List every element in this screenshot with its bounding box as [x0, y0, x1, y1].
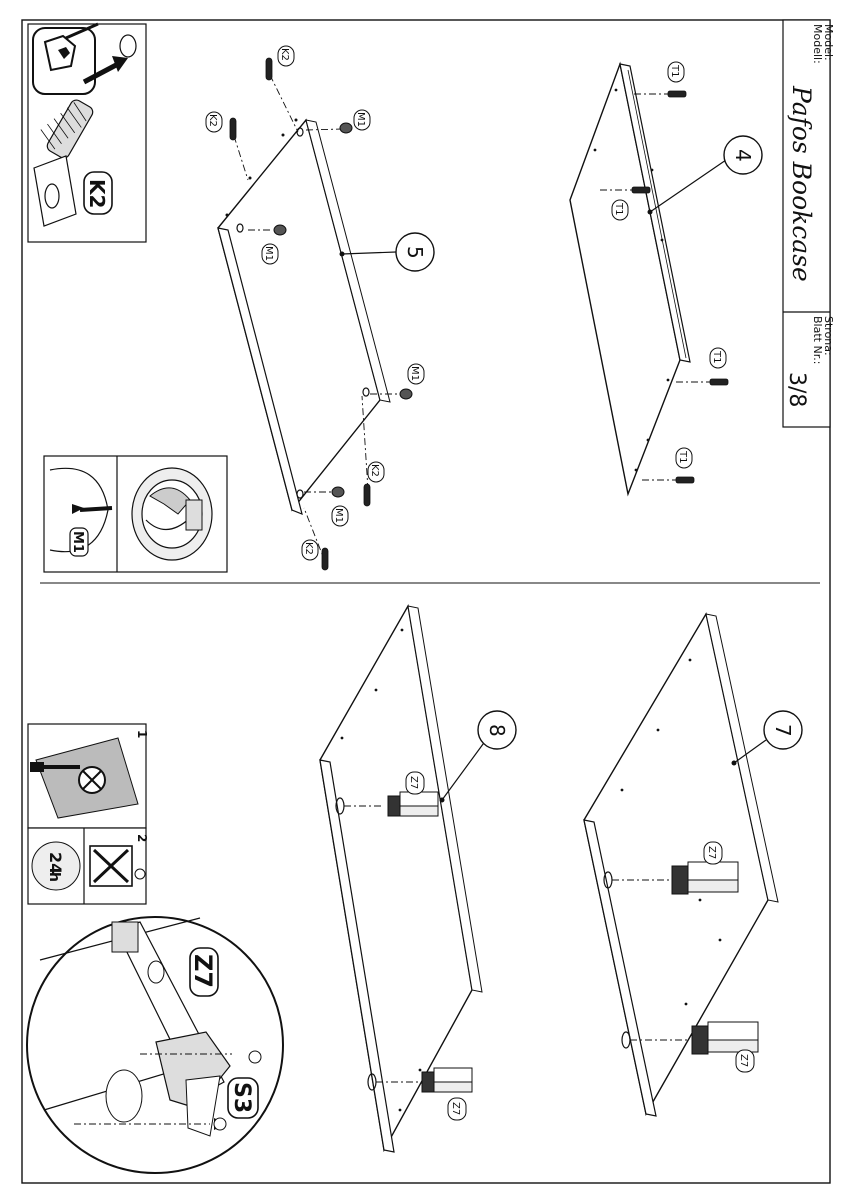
m1-label-c: M1 [409, 366, 420, 381]
k2-label-c: K2 [369, 464, 380, 477]
panel-7: 7 [583, 612, 803, 1117]
z7-s3-detail-circle: Z7 S3 [26, 916, 284, 1174]
t1-label-c: T1 [711, 350, 722, 363]
dowel-k2-large [40, 99, 94, 159]
k2-detail-inset: K2 [27, 22, 147, 243]
step-2-number: 2 [135, 834, 149, 842]
m1-label-d: M1 [333, 508, 344, 523]
z7-label-c: Z7 [706, 846, 717, 859]
z7-label-b: Z7 [450, 1102, 461, 1115]
s3-detail-label: S3 [229, 1082, 254, 1113]
z7-label-a: Z7 [408, 776, 419, 789]
clock-24: 24 [46, 852, 65, 874]
part-7-label: 7 [771, 724, 795, 737]
page-number: 3/8 [784, 372, 809, 407]
t1-label-d: T1 [677, 450, 688, 463]
m1-label-a: M1 [355, 112, 366, 127]
step-1-number: 1 [135, 730, 149, 738]
k2-dowels-panel-5: K2 K2 K2 K2 [205, 45, 385, 571]
m1-inset-label: M1 [70, 531, 85, 553]
z7-hinge-panel-8-top: Z7 [344, 771, 439, 817]
part-8-label: 8 [485, 724, 509, 737]
k2-label-a: K2 [279, 48, 290, 61]
panel-8: 8 [319, 603, 517, 1153]
t1-label-a: T1 [669, 64, 680, 77]
product-name: Pafos Bookcase [787, 85, 816, 282]
t1-label-b: T1 [613, 202, 624, 215]
panel-5: 5 [217, 118, 435, 515]
z7-hinge-panel-7-bottom: Z7 [630, 1021, 759, 1073]
part-4-label: 4 [731, 149, 755, 162]
cam-lock-m1-large [131, 467, 213, 561]
modell-label: Modell: [811, 24, 824, 64]
instruction-step-1: 1 [27, 723, 149, 829]
k2-label-b: K2 [207, 114, 218, 127]
panel-4: 4 [569, 61, 763, 497]
t1-fittings-panel-4: T1 T1 T1 T1 [600, 61, 729, 484]
z7-hinge-panel-8-bottom: Z7 [376, 1067, 473, 1121]
strona-label: Strona: [822, 316, 835, 356]
k2-inset-label: K2 [85, 179, 109, 208]
m1-cams-panel-5: M1 M1 M1 M1 [248, 109, 425, 527]
blatt-label: Blatt Nr.: [811, 316, 824, 364]
z7-label-d: Z7 [738, 1054, 749, 1067]
title-block: Model: Modell: Pafos Bookcase Strona: Bl… [782, 19, 835, 428]
instruction-step-2: 24 h 2 [27, 827, 149, 905]
m1-detail-inset: M1 [43, 455, 228, 573]
model-label: Model: [822, 24, 835, 61]
part-5-label: 5 [403, 246, 427, 259]
k2-label-d: K2 [303, 542, 314, 555]
m1-label-b: M1 [263, 246, 274, 261]
clock-h: h [46, 872, 62, 882]
z7-detail-label: Z7 [189, 954, 217, 988]
z7-hinge-panel-7-top: Z7 [612, 841, 739, 895]
